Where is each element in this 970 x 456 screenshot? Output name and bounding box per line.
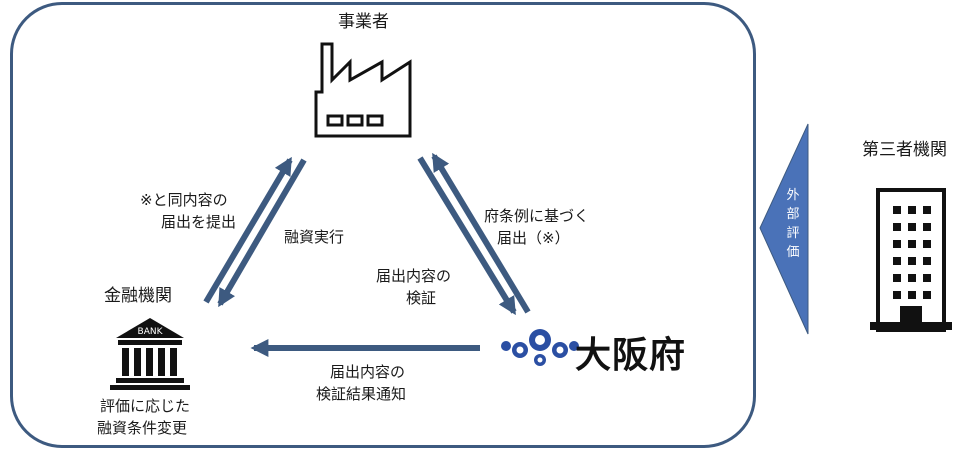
arrow-bank-to-business [203, 156, 293, 304]
actor-business-label: 事業者 [338, 12, 389, 32]
actor-third-party-label: 第三者機関 [862, 140, 947, 160]
arrow-business-to-osaka [417, 156, 517, 316]
actor-bank-label: 金融機関 [104, 286, 172, 306]
actor-osaka-label: 大阪府 [575, 335, 687, 376]
flow-ordinance-line1: 府条例に基づく [484, 207, 590, 225]
flow-verify-line2: 検証 [406, 289, 437, 307]
bank-icon-label: BANK [138, 327, 164, 337]
flow-result-line2: 検証結果通知 [316, 385, 407, 403]
flow-result-line1: 届出内容の [330, 363, 406, 381]
system-boundary-frame [10, 2, 756, 448]
flow-verify-line1: 届出内容の [376, 267, 452, 285]
factory-icon [314, 42, 412, 138]
flow-bank-submission-line2: 届出を提出 [161, 213, 237, 231]
flow-bank-result-line2: 融資条件変更 [97, 419, 188, 437]
external-evaluation-arrow [759, 123, 809, 335]
arrow-business-to-bank [217, 158, 307, 308]
flow-bank-result-line1: 評価に応じた [100, 397, 191, 415]
flow-bank-submission-line1: ※と同内容の [140, 191, 228, 209]
flow-ordinance-line2: 届出（※） [497, 229, 570, 247]
external-evaluation-label: 外 部 評 価 [786, 188, 800, 260]
office-building-icon [870, 188, 952, 332]
arrow-osaka-to-business [431, 152, 531, 314]
bank-icon [110, 318, 190, 390]
flow-financing-label: 融資実行 [284, 228, 345, 246]
osaka-logo-icon [501, 329, 579, 366]
